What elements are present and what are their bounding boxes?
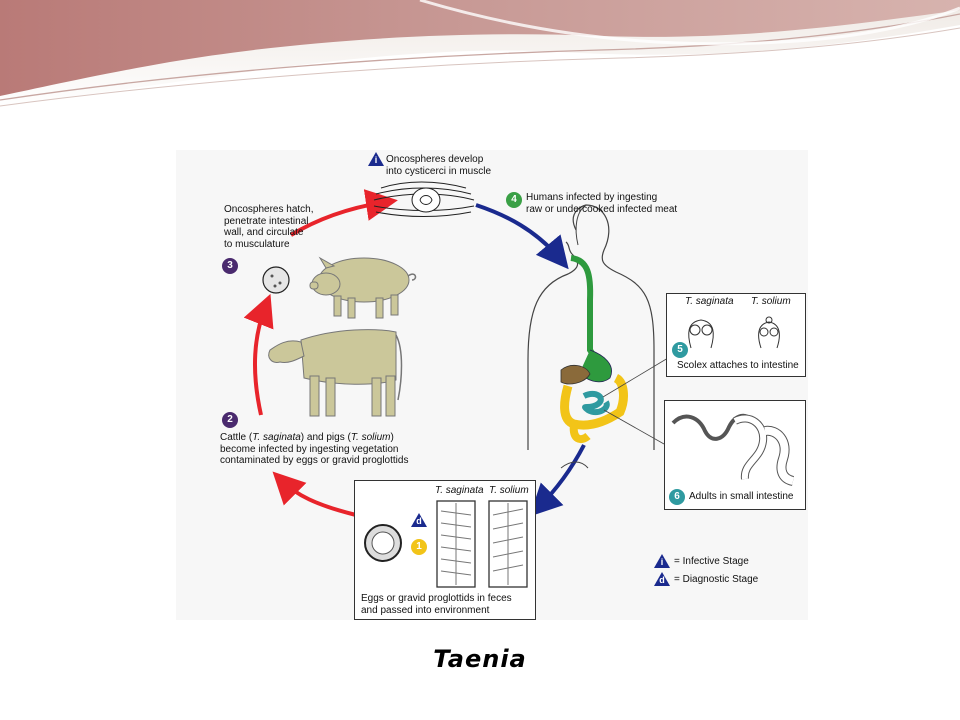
lifecycle-artwork [243, 181, 669, 517]
inset-1-saginata-label: T. saginata [435, 485, 484, 497]
step-i-line-2: into cysticerci in muscle [386, 165, 492, 177]
arrow-i-to-4 [475, 203, 569, 270]
inset-5-saginata: T. saginata [685, 296, 734, 307]
step-2-line-1b: ) and pigs ( [300, 432, 351, 443]
cow-drawing [268, 329, 403, 417]
muscle-cysticercus-drawing [373, 181, 475, 217]
step-i-label: Oncospheres develop into cysticerci in m… [386, 154, 491, 177]
step-2-line-1: Cattle (T. saginata) and pigs (T. solium… [220, 432, 408, 444]
egg-and-proglottid-drawings [364, 500, 528, 588]
eggs-inset: T. saginata T. solium d 1 Eggs or gravid… [354, 480, 536, 620]
legend-infective-marker: i [654, 554, 670, 568]
legend-infective-letter: i [660, 557, 664, 567]
legend-diagnostic-letter: d [659, 575, 665, 585]
infective-marker-letter: i [374, 155, 378, 165]
step-5-badge: 5 [672, 342, 688, 358]
infective-stage-marker: i [368, 152, 384, 166]
step-i-line-1: Oncospheres develop [386, 154, 484, 165]
oncosphere-drawing [262, 266, 290, 294]
step-1-line-2: and passed into environment [361, 604, 490, 616]
adults-inset: 6 Adults in small intestine [664, 400, 806, 510]
step-3-line-4: to musculature [224, 238, 290, 250]
step-4-line-1: Humans infected by ingesting [526, 192, 658, 203]
inset-1-solium: T. solium [489, 485, 529, 496]
step-2-badge: 2 [222, 412, 238, 428]
diagnostic-marker-letter: d [416, 516, 422, 526]
step-2-line-1c: ) [390, 432, 394, 443]
step-2-species-2: T. solium [350, 432, 391, 443]
step-3-line-1: Oncospheres hatch, [224, 204, 314, 215]
inset-5-solium-label: T. solium [751, 296, 791, 308]
inset-5-saginata-label: T. saginata [685, 296, 734, 308]
stage-legend: i = Infective Stage d = Diagnostic Stage [654, 554, 794, 594]
arrow-3-to-i [289, 189, 398, 237]
digestive-tract-drawing [560, 255, 628, 444]
step-5-label: Scolex attaches to intestine [677, 360, 799, 371]
step-1-label: Eggs or gravid proglottids in feces and … [361, 593, 512, 616]
inset-5-solium: T. solium [751, 296, 791, 307]
human-silhouette-drawing [527, 204, 655, 469]
arrow-2-to-3 [243, 293, 274, 416]
step-6-badge: 6 [669, 489, 685, 505]
inset-1-saginata: T. saginata [435, 485, 484, 496]
adult-worm-drawings [671, 413, 795, 486]
step-4-label: Humans infected by ingesting raw or unde… [526, 192, 677, 215]
inset-1-solium-label: T. solium [489, 485, 529, 497]
step-3-line-2: penetrate intestinal [224, 215, 309, 227]
legend-diagnostic-text: = Diagnostic Stage [674, 574, 759, 585]
step-3-label: Oncospheres hatch, penetrate intestinal … [224, 204, 314, 250]
arrow-humans-to-1 [529, 444, 586, 517]
step-3-line-3: wall, and circulate [224, 227, 304, 238]
legend-infective-text: = Infective Stage [674, 556, 749, 567]
scolex-drawings [688, 316, 780, 349]
slide-title: Taenia [433, 645, 527, 673]
step-6-label: Adults in small intestine [689, 491, 794, 502]
step-2-line-2: become infected by ingesting vegetation [220, 443, 399, 455]
step-2-label: Cattle (T. saginata) and pigs (T. solium… [220, 432, 408, 467]
step-4-badge: 4 [506, 192, 522, 208]
step-2-species-1: T. saginata [252, 432, 301, 443]
step-2-line-1a: Cattle ( [220, 432, 253, 443]
step-2-line-3: contaminated by eggs or gravid proglotti… [220, 455, 409, 466]
step-1-line-1: Eggs or gravid proglottids in feces [361, 593, 512, 604]
step-3-badge: 3 [222, 258, 238, 274]
step-1-badge: 1 [411, 539, 427, 555]
diagnostic-stage-marker: d [411, 513, 427, 527]
arrow-1-to-2 [272, 471, 357, 517]
scolex-inset: T. saginata T. solium 5 Scolex attaches … [666, 293, 806, 377]
step-4-line-2: raw or undercooked infected meat [526, 203, 678, 215]
pig-drawing [309, 256, 417, 319]
taenia-lifecycle-diagram: i Oncospheres develop into cysticerci in… [176, 150, 808, 620]
legend-diagnostic-marker: d [654, 572, 670, 586]
